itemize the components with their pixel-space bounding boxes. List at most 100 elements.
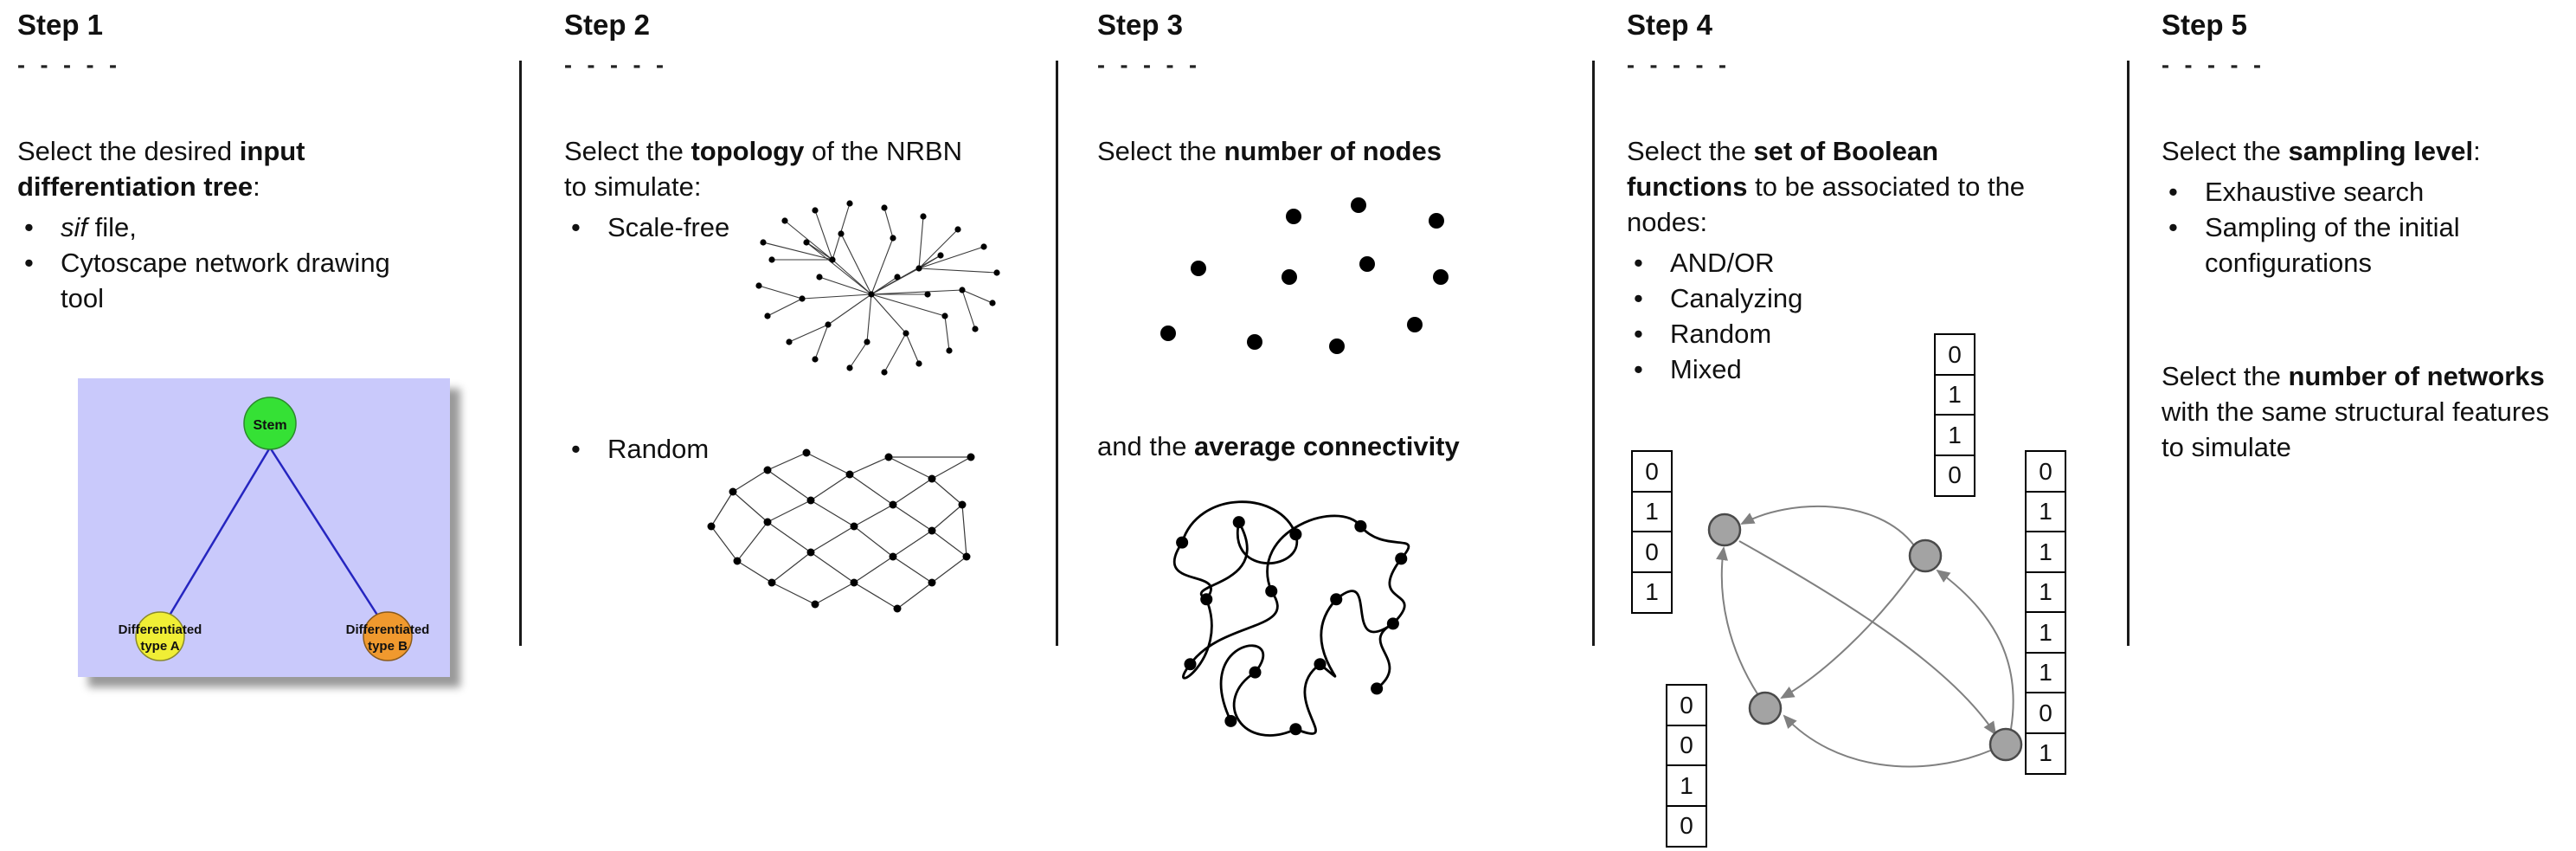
emphasis-text: average connectivity: [1194, 431, 1460, 461]
step-5-column: Step 5 - - - - - Select the sampling lev…: [2162, 0, 2551, 465]
type-a-label-line1: Differentiated: [119, 622, 202, 637]
emphasis-text: set of Boolean functions: [1627, 136, 1939, 202]
truth-table-cell: 1: [2025, 571, 2066, 614]
step-4-bullet-list: • AND/OR • Canalyzing • Random • Mixed: [1627, 245, 2051, 387]
column-divider: [1592, 61, 1595, 646]
step-title: Step 5: [2162, 9, 2248, 41]
truth-table-cell: 0: [2025, 450, 2066, 493]
scale-free-network-image: [711, 195, 1023, 394]
bullet-text: Mixed: [1670, 354, 1742, 384]
bullet-text: Random: [1670, 319, 1772, 349]
truth-table-cell: 0: [1631, 531, 1673, 573]
truth-table-cell: 1: [1631, 571, 1673, 614]
step-title: Step 2: [564, 9, 651, 41]
bullet-marker: •: [2168, 177, 2178, 207]
bullet-item: • Cytoscape network drawing tool: [17, 245, 433, 316]
type-b-label-line1: Differentiated: [346, 622, 430, 637]
rbn-node-c: [1748, 691, 1783, 725]
bullet-item: • Random: [564, 431, 971, 467]
type-a-label-line2: type A: [140, 639, 179, 654]
intro-post: of the NRBN to simulate:: [564, 136, 962, 202]
bullet-marker: •: [24, 248, 34, 278]
step-title: Step 3: [1097, 9, 1184, 41]
connectivity-curves: [1172, 500, 1410, 737]
intro-pre: Select the: [2162, 136, 2289, 166]
bullet-text: Cytoscape network drawing tool: [61, 248, 390, 313]
bullet-text: sif file,: [61, 210, 433, 245]
step-4-intro: Select the set of Boolean functions to b…: [1627, 133, 2051, 240]
truth-table-cell: 1: [2025, 651, 2066, 694]
bullet-item: • AND/OR: [1627, 245, 2051, 280]
random-edges: [710, 452, 972, 609]
step-1-column: Step 1 - - - - - Select the desired inpu…: [17, 0, 450, 677]
emphasis-text: number of nodes: [1224, 136, 1442, 166]
tree-edge-to-type-a: [158, 447, 272, 632]
truth-table-cell: 0: [1934, 454, 1975, 497]
truth-table-cell: 1: [1934, 373, 1975, 416]
emphasis-text: input differentiation tree: [17, 136, 305, 202]
step-3-intro: Select the number of nodes: [1097, 133, 1556, 169]
bullet-text-rest: file,: [87, 212, 137, 242]
dashed-separator: - - - - -: [17, 52, 121, 78]
truth-table-cell: 1: [1631, 490, 1673, 533]
bullet-marker: •: [24, 212, 34, 242]
bullet-marker: •: [1634, 319, 1643, 349]
random-nodes: [707, 448, 975, 613]
column-divider: [2127, 61, 2130, 646]
nodes-scatter-image: [1151, 195, 1497, 394]
bullet-item: •Sampling of the initial configurations: [2162, 210, 2551, 280]
emphasis-text: number of networks: [2288, 361, 2545, 391]
bullet-item: •Exhaustive search: [2162, 174, 2551, 210]
truth-table-cell: 1: [1666, 764, 1707, 807]
dashed-separator: - - - - -: [2162, 52, 2265, 78]
connectivity-nodes: [1176, 516, 1408, 736]
step-4-column: Step 4 - - - - - Select the set of Boole…: [1627, 0, 2111, 851]
boolean-network-image: 0 1 1 0 0 1 0 1 0 0 1 0 0 1 1 1: [1627, 325, 2111, 848]
bullet-marker: •: [1634, 248, 1643, 278]
step-3-second-text: and the average connectivity: [1097, 429, 1556, 464]
intro-pre: and the: [1097, 431, 1195, 461]
rbn-node-d: [1988, 727, 2023, 762]
truth-table-cell: 1: [2025, 611, 2066, 654]
network-arrows: [1716, 505, 2014, 768]
intro-pre: Select the: [2162, 361, 2289, 391]
bullet-marker: •: [1634, 354, 1643, 384]
step-5-intro: Select the sampling level:: [2162, 133, 2551, 169]
intro-pre: Select the: [1627, 136, 1754, 166]
truth-table-cell: 1: [2025, 732, 2066, 775]
step-title: Step 4: [1627, 9, 1713, 41]
bullet-text: AND/OR: [1670, 248, 1775, 278]
type-b-node: [363, 611, 413, 661]
bullet-item: • Random: [1627, 316, 2051, 351]
truth-table-top: 0 1 1 0: [1934, 333, 1975, 497]
truth-table-cell: 0: [2025, 692, 2066, 734]
type-b-label-line2: type B: [368, 639, 408, 654]
intro-post: :: [2473, 136, 2481, 166]
bullet-item: • Scale-free: [564, 210, 971, 245]
truth-table-cell: 0: [1631, 450, 1673, 493]
bullet-text: Random: [607, 434, 710, 464]
step-2-bullet-list: • Scale-free • Random: [564, 210, 971, 467]
scale-free-edges: [758, 203, 998, 373]
differentiation-tree-image: Stem Differentiated type A Differentiate…: [78, 378, 450, 677]
bullet-text: Canalyzing: [1670, 283, 1803, 313]
step-2-column: Step 2 - - - - - Select the topology of …: [564, 0, 1000, 613]
bullet-marker: •: [571, 434, 581, 464]
step-5-bullet-list: •Exhaustive search •Sampling of the init…: [2162, 174, 2551, 280]
bullet-marker: •: [1634, 283, 1643, 313]
bullet-marker: •: [2168, 212, 2178, 242]
random-network-image: [685, 422, 997, 630]
truth-table-left: 0 1 0 1: [1631, 450, 1673, 614]
italic-text: sif: [61, 212, 87, 242]
step-2-intro: Select the topology of the NRBN to simul…: [564, 133, 971, 204]
intro-pre: Select the: [1097, 136, 1224, 166]
truth-table-bottom-left: 0 0 1 0: [1666, 684, 1707, 848]
emphasis-text: topology: [691, 136, 805, 166]
bullet-item: • Canalyzing: [1627, 280, 2051, 316]
stem-node-label: Stem: [253, 418, 286, 433]
intro-post: to be associated to the nodes:: [1627, 171, 2026, 237]
truth-table-cell: 1: [2025, 531, 2066, 573]
bullet-text: Scale-free: [607, 212, 730, 242]
bullet-item: • Mixed: [1627, 351, 2051, 387]
